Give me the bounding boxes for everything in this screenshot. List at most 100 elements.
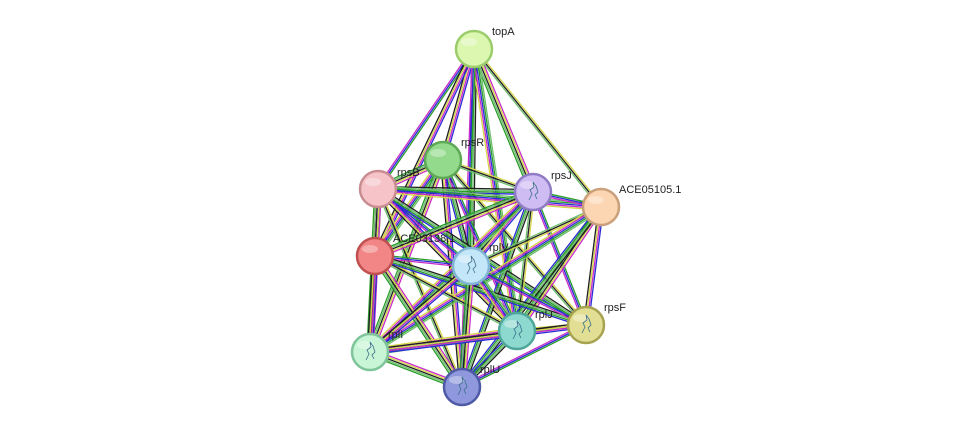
edge-strand [586,206,603,326]
node-circle[interactable] [566,305,606,345]
node-rplU[interactable]: rplU [442,364,500,407]
edge-strand [476,47,537,192]
node-circle[interactable] [454,29,494,69]
node-circle[interactable] [423,140,463,180]
node-rpsJ[interactable]: rpsJ [513,170,572,212]
node-label: rplU [480,364,500,376]
edge-strand [460,322,586,387]
edge-rpsF-rplI [369,321,587,356]
node-circle[interactable] [581,187,621,227]
node-label: rpsJ [551,170,572,182]
edge-strand [470,265,587,326]
protein-structure-icon [365,341,376,361]
edge-strand [377,191,602,211]
node-highlight [430,149,446,157]
network-edges [366,47,605,391]
edge-strand [461,324,587,388]
node-label: ACE05105.1 [619,184,681,196]
edge-strand [377,189,534,194]
protein-structure-icon [528,181,539,201]
edge-strand [368,327,518,350]
edge-strand [377,253,466,386]
node-label: rplV [489,242,509,254]
node-circle[interactable] [355,236,395,276]
edge-strand [474,47,536,193]
edge-strand [369,325,587,354]
node-rpsF[interactable]: rpsF [566,302,626,345]
edge-strand [517,207,603,333]
node-label: rpsR [461,137,484,149]
node-label: rplJ [535,309,553,321]
edge-strand [474,47,603,207]
edge-strand [374,255,518,332]
edge-strand [369,326,587,356]
edge-rpsF-rplU [460,322,588,390]
edge-strand [518,208,605,334]
edge-strand [459,190,532,387]
edge-ACE05105.1-rpsF [582,206,605,326]
protein-structure-icon [581,314,592,334]
edge-rpsJ-ACE03138.1 [373,188,535,260]
edge-strand [377,186,602,207]
edge-strand [373,48,474,257]
edge-rplV-rpsF [469,263,588,328]
edge-strand [374,191,534,257]
node-label: topA [492,26,515,38]
node-circle[interactable] [442,367,482,407]
node-ACE05105.1[interactable]: ACE05105.1 [581,184,681,227]
edge-rpsJ-rplU [459,190,536,389]
edge-strand [375,254,464,387]
node-label: rpsB [397,167,420,179]
node-highlight [588,196,604,204]
node-circle[interactable] [350,332,390,372]
edge-strand [368,190,533,352]
edge-strand [369,321,587,351]
edge-strand [514,191,533,332]
node-rplV[interactable]: rplV [451,242,509,286]
node-rpsR[interactable]: rpsR [423,137,484,180]
edge-strand [462,265,474,388]
edge-strand [374,255,463,388]
edge-strand [370,267,474,355]
node-highlight [449,376,465,384]
edge-strand [377,187,534,192]
edge-strand [377,185,534,191]
node-circle[interactable] [497,311,537,351]
edge-strand [474,48,520,332]
node-label: ACE03138.1 [393,233,455,245]
edge-strand [367,189,532,351]
edge-strand [368,264,472,353]
edge-strand [371,209,604,356]
node-circle[interactable] [358,169,398,209]
node-circle[interactable] [513,172,553,212]
protein-structure-icon [512,320,523,340]
node-highlight [362,245,378,253]
node-highlight [365,178,381,186]
node-label: rpsF [604,302,626,314]
node-rplJ[interactable]: rplJ [497,309,553,351]
node-rplI[interactable]: rplI [350,329,403,372]
edge-strand [516,206,602,332]
edge-strand [462,191,535,388]
edge-strand [367,263,471,351]
edge-strand [373,256,462,389]
node-ACE03138.1[interactable]: ACE03138.1 [355,233,455,276]
protein-structure-icon [466,255,477,275]
edge-rpsB-rplU [375,187,465,389]
edge-strand [584,206,601,326]
edge-strand [369,265,473,354]
node-highlight [458,255,474,263]
edge-strand [473,48,602,208]
edge-strand [587,206,605,326]
node-circle[interactable] [451,246,491,286]
edge-strand [442,159,587,326]
node-topA[interactable]: topA [454,26,515,69]
node-rpsB[interactable]: rpsB [358,167,420,209]
edge-strand [471,48,533,194]
edge-strand [373,256,517,334]
edge-strand [462,325,588,390]
edge-strand [375,188,462,389]
edge-strand [369,323,587,352]
edge-strand [460,191,533,388]
